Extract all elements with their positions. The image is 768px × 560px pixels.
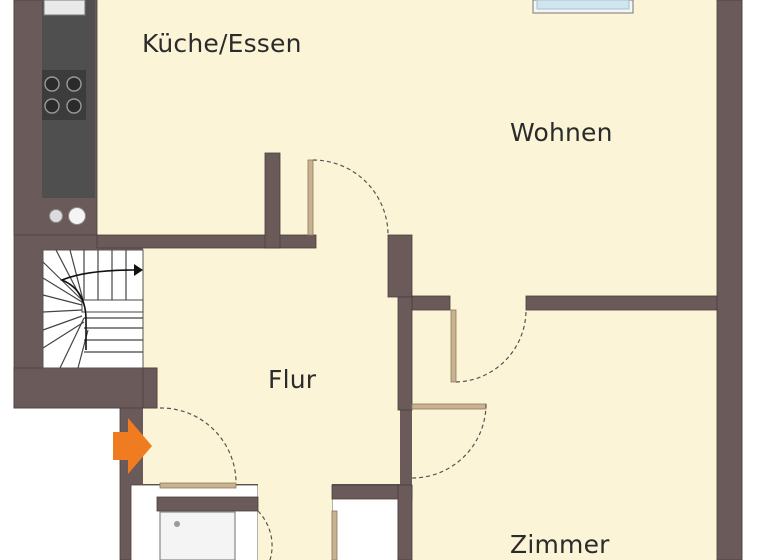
door-living (450, 309, 457, 383)
wall-stair-bottom (13, 367, 158, 409)
kitchen-counter (42, 0, 95, 225)
swing-hall-right (411, 403, 487, 479)
door-entrance (159, 482, 237, 489)
kitchen-floor-lower (97, 0, 265, 235)
shower-tray-icon (159, 511, 236, 560)
door-wc (331, 510, 338, 560)
swing-entrance (159, 407, 237, 484)
door-swings (159, 159, 527, 560)
floor-areas (97, 0, 717, 560)
hob-icon (42, 70, 86, 120)
wall-wc-right (397, 484, 413, 560)
stair-well (81, 299, 144, 313)
wall-hall-right (397, 296, 413, 411)
room-label-kitchen: Küche/Essen (142, 29, 302, 58)
wall-bath-top (156, 496, 259, 512)
hall-corridor (258, 484, 332, 560)
window (532, 0, 634, 14)
door-kitchen (307, 159, 314, 236)
door-hall-right (411, 403, 487, 410)
stair-direction-line (59, 269, 135, 350)
wall-right-outer (716, 0, 743, 560)
stair-direction-arrowhead (134, 264, 143, 276)
swing-kitchen (312, 159, 389, 236)
wall-stair-right (142, 367, 158, 409)
sink-box (43, 0, 86, 16)
hall-floor-lower (157, 380, 400, 484)
wall-living-bottom (525, 295, 718, 311)
wall-kitchen-stub (264, 152, 281, 249)
sink-icon (49, 207, 86, 225)
wall-kitchen-bottom (96, 234, 317, 249)
room-floor (412, 310, 717, 560)
entrance-arrow-icon (113, 418, 152, 474)
staircase-icon (42, 249, 144, 369)
wall-passage-stub (411, 295, 451, 311)
room-label-room: Zimmer (510, 530, 610, 559)
room-label-living: Wohnen (510, 118, 613, 147)
room-label-hall: Flur (268, 365, 317, 394)
hall-top-floor (316, 235, 388, 248)
wall-living-stub (387, 234, 413, 298)
